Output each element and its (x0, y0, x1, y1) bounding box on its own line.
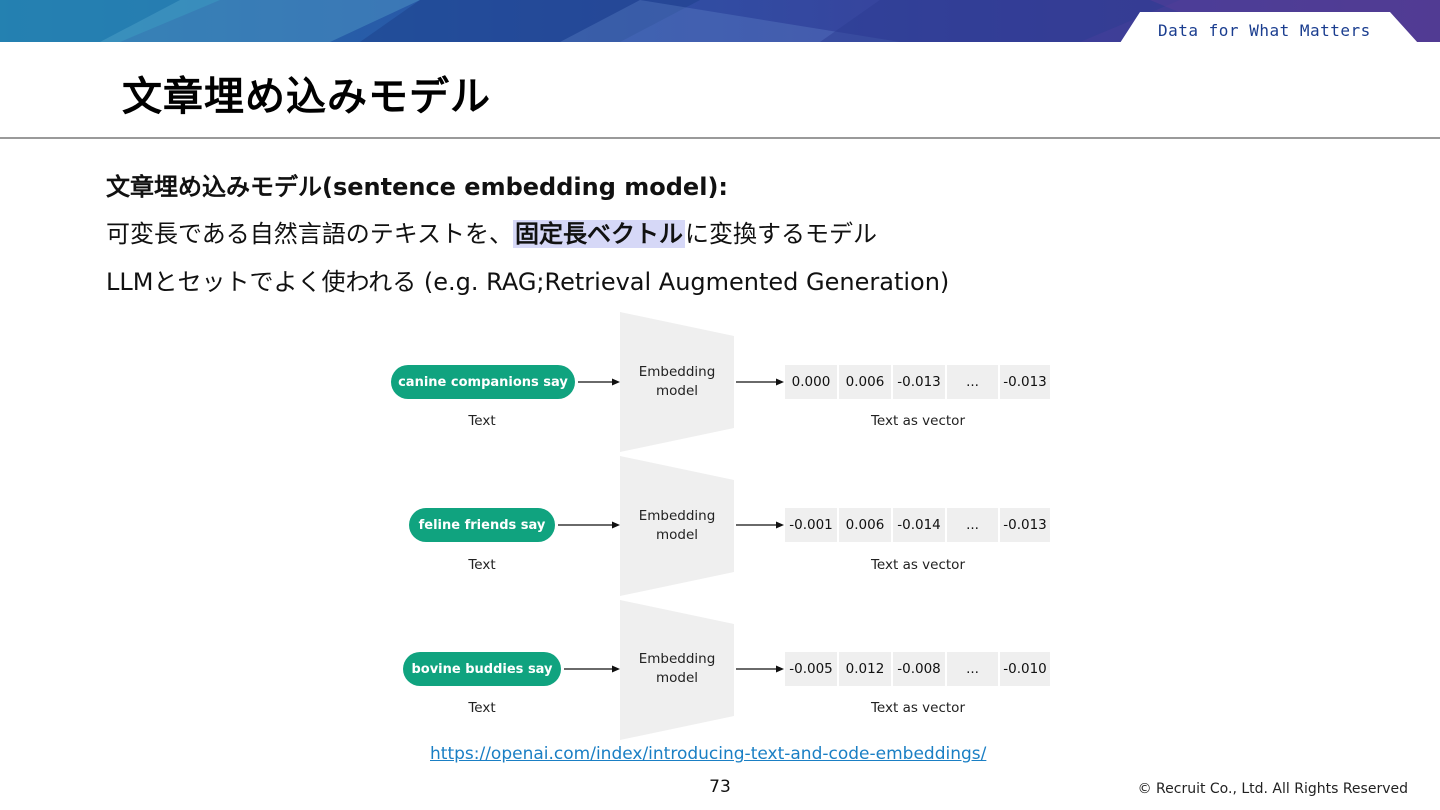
highlight-fixed-length-vector: 固定長ベクトル (513, 220, 686, 248)
usage-text: LLMとセットでよく使われる (e.g. RAG;Retrieval Augme… (106, 268, 950, 296)
vector-cell: 0.000 (785, 365, 837, 399)
vector-cell: -0.008 (893, 652, 945, 686)
vector-caption-2: Text as vector (870, 557, 965, 573)
vector-cell: -0.013 (1000, 365, 1050, 399)
title-divider (0, 137, 1440, 139)
input-pill-1: canine companions say (391, 365, 575, 399)
definition-heading: 文章埋め込みモデル(sentence embedding model): (106, 173, 729, 201)
page-number: 73 (709, 777, 731, 797)
vector-cell: 0.006 (839, 365, 891, 399)
vector-caption-3: Text as vector (870, 700, 965, 716)
vector-cell: -0.010 (1000, 652, 1050, 686)
input-pill-2: feline friends say (409, 508, 555, 542)
arrow-to-vector-3 (736, 665, 784, 673)
vector-cell: ... (947, 652, 998, 686)
embedding-model-block-2 (620, 456, 734, 596)
vector-cell: -0.013 (1000, 508, 1050, 542)
source-link[interactable]: https://openai.com/index/introducing-tex… (430, 744, 987, 764)
arrow-to-vector-1 (736, 378, 784, 386)
text-caption-1: Text (468, 413, 496, 429)
arrow-to-model-2 (558, 521, 620, 529)
tagline: Data for What Matters (1158, 21, 1371, 40)
arrow-to-model-3 (564, 665, 620, 673)
arrow-to-model-1 (578, 378, 620, 386)
input-pill-3: bovine buddies say (403, 652, 561, 686)
vector-cell: ... (947, 508, 998, 542)
vector-cell: 0.012 (839, 652, 891, 686)
text-caption-3: Text (468, 700, 496, 716)
embedding-model-block-1 (620, 312, 734, 452)
page-title: 文章埋め込みモデル (122, 74, 491, 120)
vector-cell: 0.006 (839, 508, 891, 542)
definition-text-post: に変換するモデル (685, 220, 878, 248)
definition-text-pre: 可変長である自然言語のテキストを、 (106, 220, 514, 248)
vector-caption-1: Text as vector (870, 413, 965, 429)
vector-cell: -0.005 (785, 652, 837, 686)
definition-text: 可変長である自然言語のテキストを、固定長ベクトルに変換するモデル (106, 214, 877, 249)
tagline-badge: Data for What Matters (1120, 12, 1420, 43)
text-caption-2: Text (468, 557, 496, 573)
vector-cell: -0.001 (785, 508, 837, 542)
copyright: © Recruit Co., Ltd. All Rights Reserved (1137, 781, 1408, 797)
vector-cell: -0.013 (893, 365, 945, 399)
embedding-model-block-3 (620, 600, 734, 740)
arrow-to-vector-2 (736, 521, 784, 529)
vector-cell: ... (947, 365, 998, 399)
vector-cell: -0.014 (893, 508, 945, 542)
